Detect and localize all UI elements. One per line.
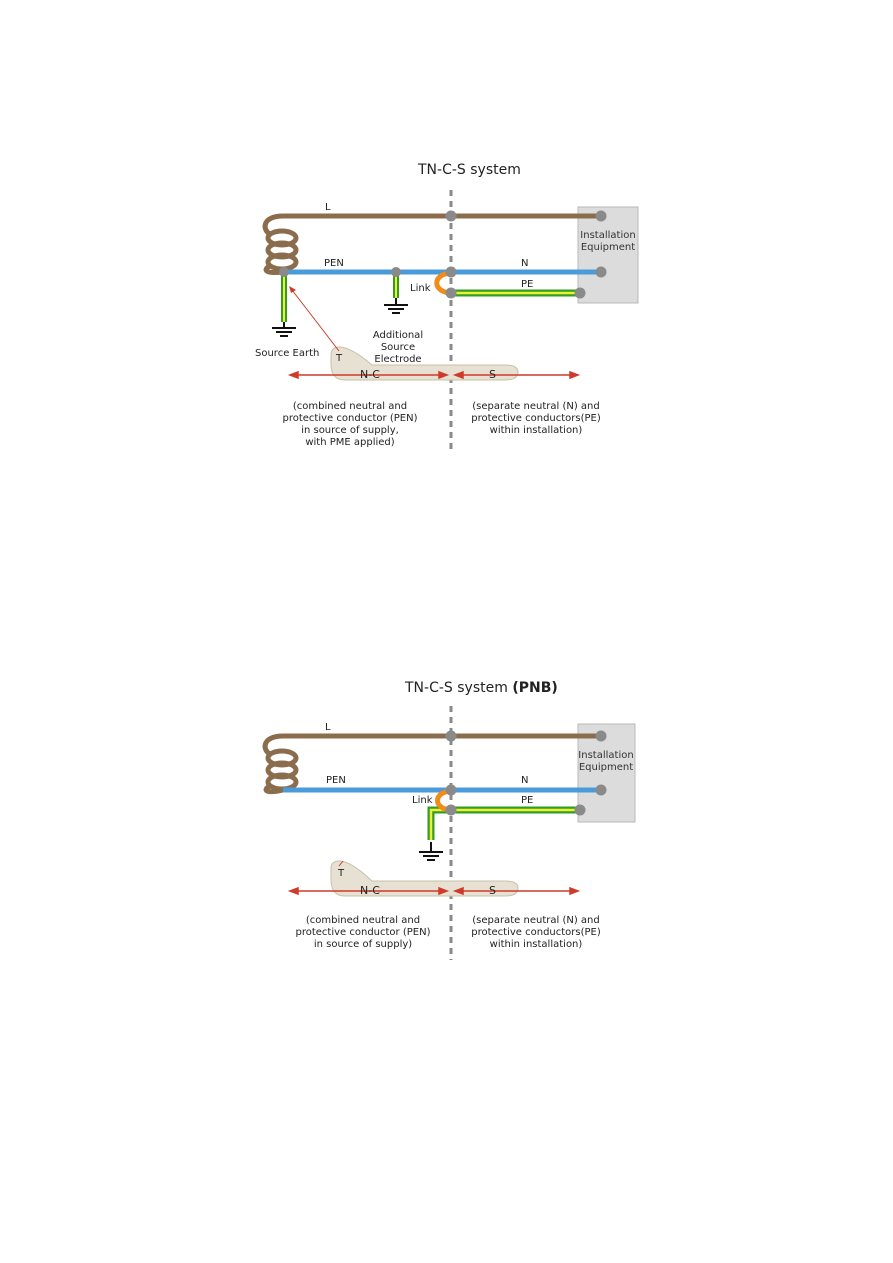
description-left: (combined neutral and protective conduct… [295,915,431,950]
label-l: L [325,202,331,213]
diagram-title-main: TN-C-S system [405,680,513,696]
transformer-coil [262,213,299,275]
label-nc: N-C [360,368,380,381]
diagram-graphic [262,190,639,450]
pointer-arrowhead [289,286,296,293]
source-earth-symbol [272,322,296,337]
tn-c-s-pnb-diagram: TN-C-S system (PNB) [0,670,893,970]
diagram-graphic [262,706,636,960]
label-pen: PEN [324,258,344,269]
pointer-arrow [338,860,344,867]
label-pe: PE [521,279,534,290]
label-link: Link [412,795,433,806]
diagram-title: TN-C-S system [418,162,521,178]
range-arrows [287,370,581,380]
installation-equipment-label: Installation Equipment [578,750,634,773]
label-pe: PE [521,795,534,806]
earth-symbol [419,842,443,861]
additional-electrode-symbol [384,298,408,314]
system-section-bar [330,346,519,381]
installation-equipment-box [577,723,636,823]
diagram-title: TN-C-S system (PNB) [405,680,558,696]
label-link: Link [410,283,431,294]
description-right: (separate neutral (N) and protective con… [471,915,601,950]
pointer-arrow [291,289,340,352]
label-n: N [521,775,529,786]
installation-equipment-label: Installation Equipment [580,230,636,253]
label-t: T [338,868,345,879]
label-l: L [325,722,331,733]
label-nc: N-C [360,884,380,897]
description-left: (combined neutral and protective conduct… [282,401,418,448]
label-s: S [489,884,496,897]
junction-nodes [445,730,607,816]
description-right: (separate neutral (N) and protective con… [471,401,601,436]
transformer-coil [262,733,299,795]
pe-conductor-stripe [429,808,580,840]
source-earth-label: Source Earth [255,348,320,359]
tn-c-s-diagram: TN-C-S system [0,150,893,470]
additional-electrode-label: Additional Source Electrode [372,330,424,365]
label-t: T [336,353,343,364]
label-pen: PEN [326,775,346,786]
junction-nodes [279,210,607,299]
installation-equipment-box [577,206,639,304]
range-arrows [287,886,581,896]
label-s: S [489,368,496,381]
label-n: N [521,258,529,269]
diagram-title-suffix: (PNB) [512,680,558,696]
system-section-bar [330,860,519,897]
